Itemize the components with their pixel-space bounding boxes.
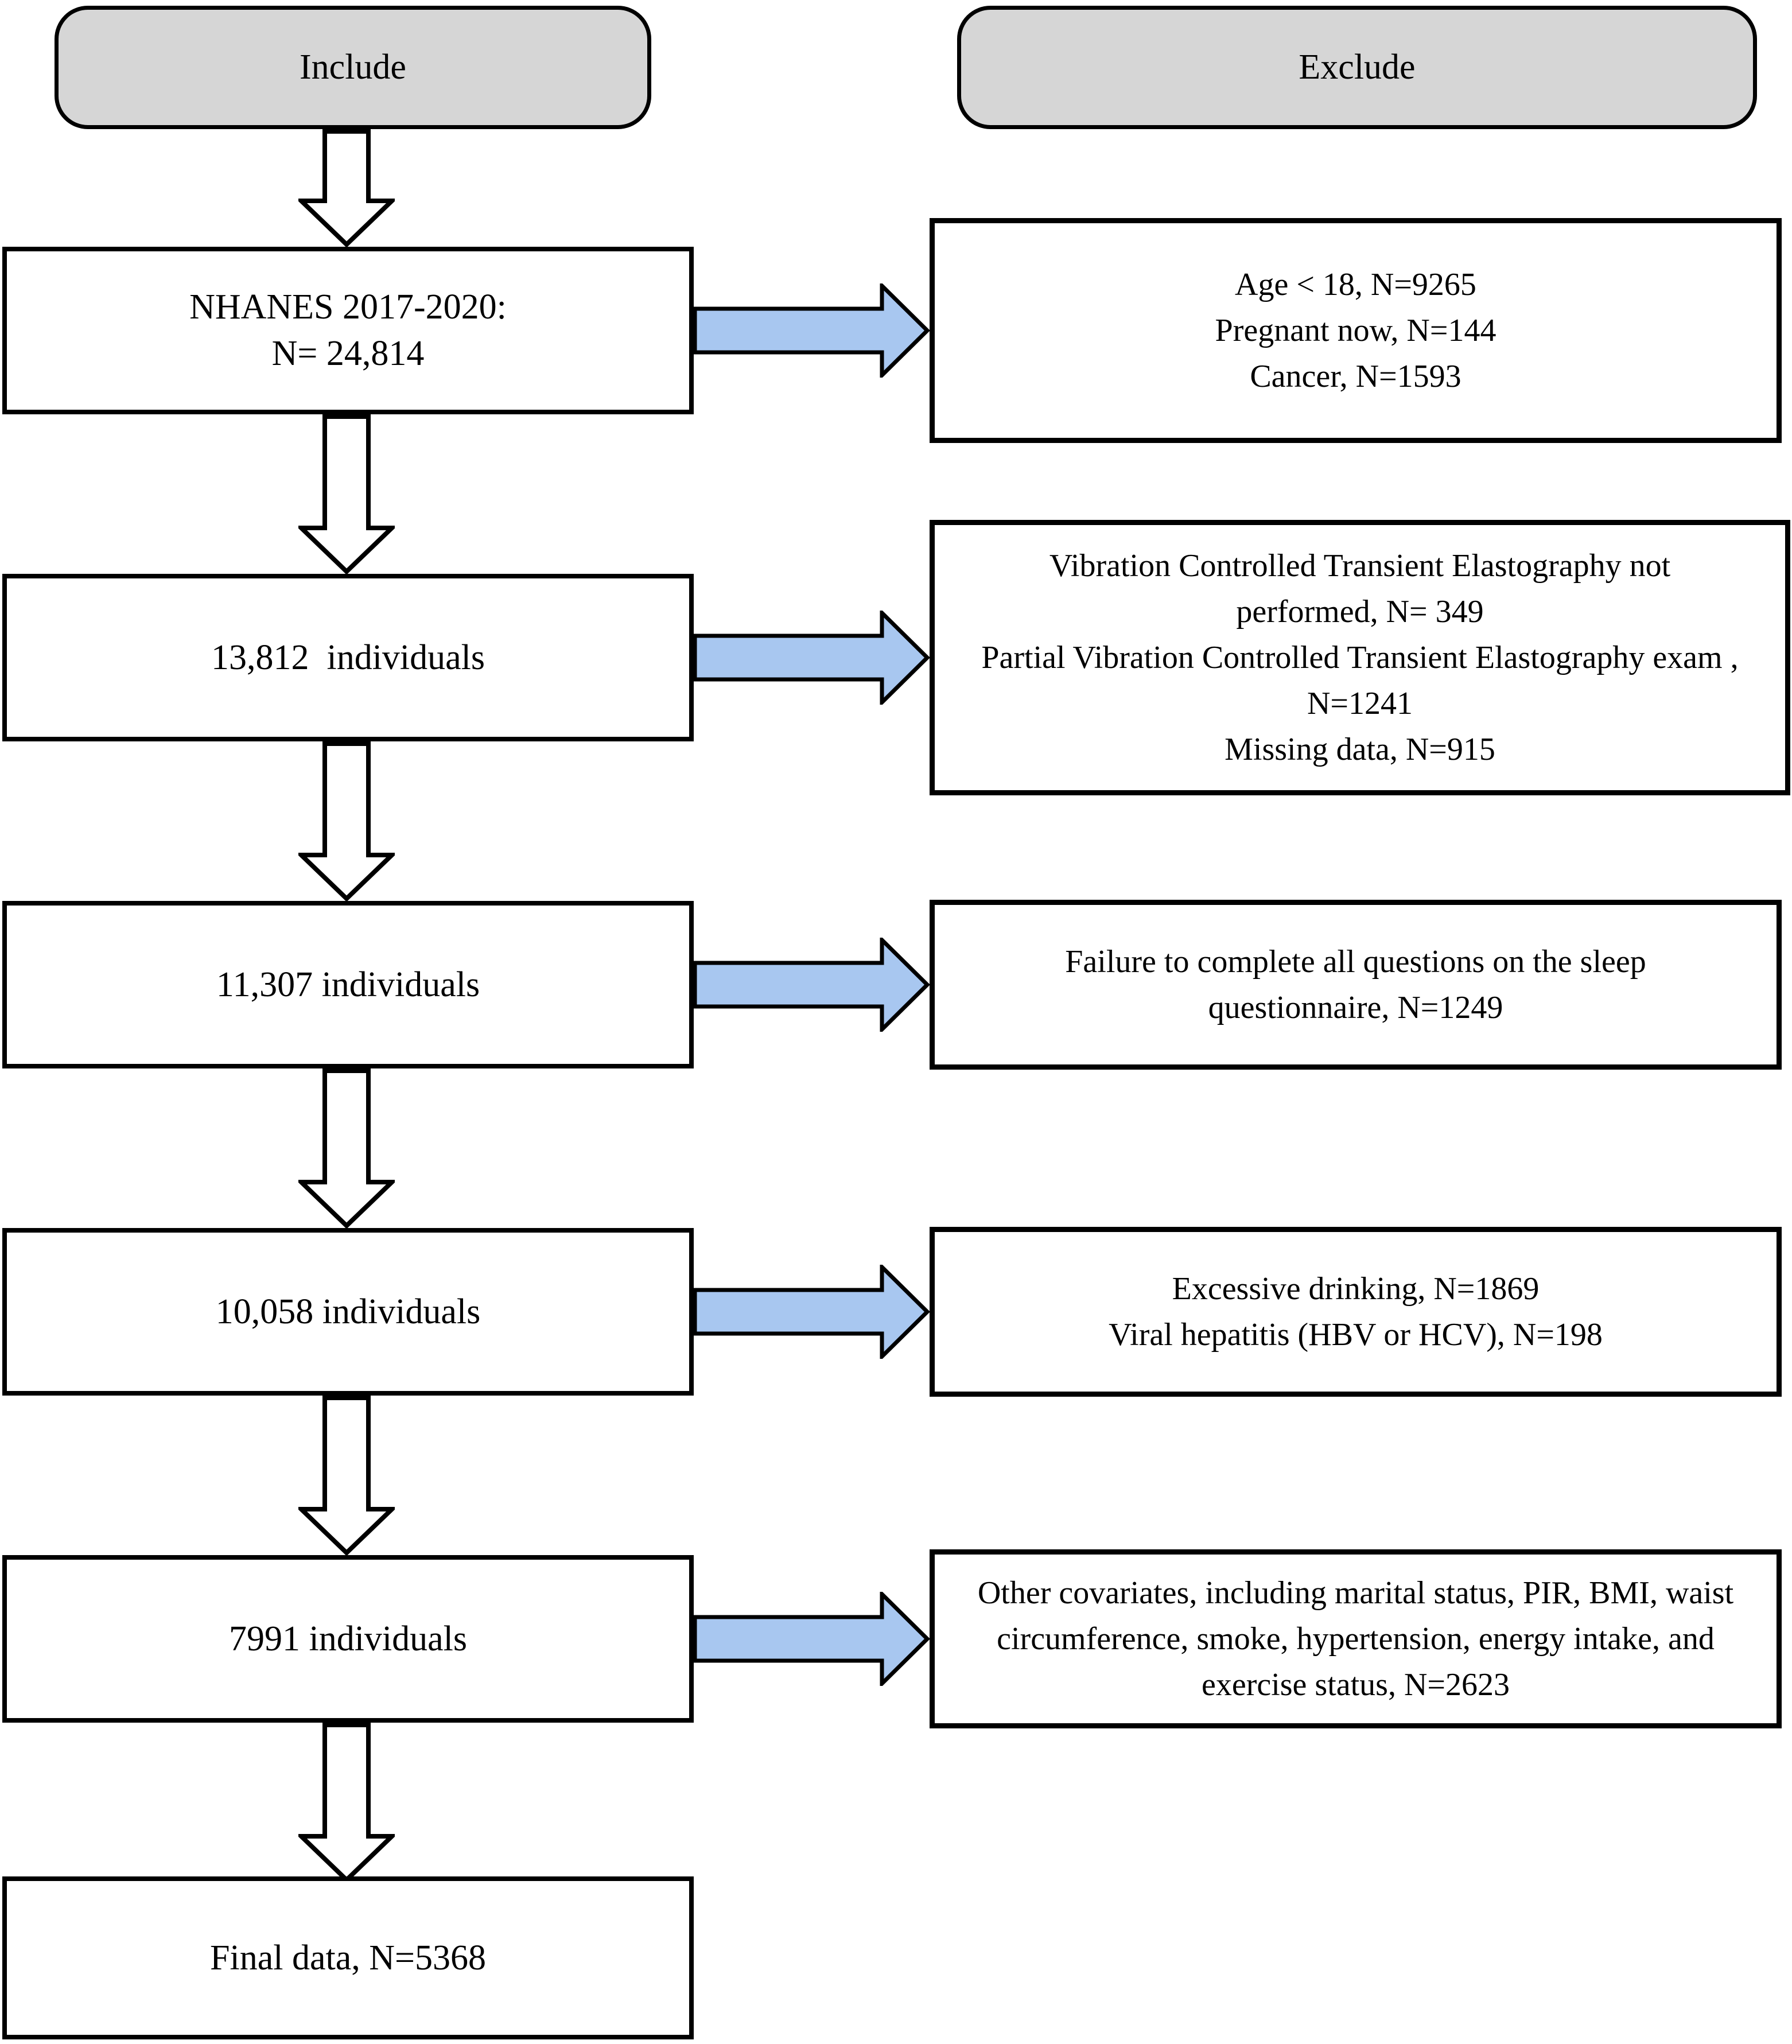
flow-box-10058: 10,058 individuals	[2, 1228, 694, 1396]
flow-box-7991: 7991 individuals	[2, 1555, 694, 1723]
exclusion-box-2: Vibration Controlled Transient Elastogra…	[930, 520, 1790, 795]
exclusion-box-5: Other covariates, including marital stat…	[930, 1549, 1782, 1728]
exclusion-box-1: Age < 18, N=9265 Pregnant now, N=144 Can…	[930, 218, 1782, 443]
flow-box-11307: 11,307 individuals	[2, 901, 694, 1068]
flow-box-label: 11,307 individuals	[216, 965, 480, 1004]
exclude-arrow-icon	[693, 283, 930, 378]
exclude-header: Exclude	[957, 6, 1757, 129]
exclude-arrow-icon	[693, 1592, 930, 1686]
down-arrow-icon	[298, 1068, 395, 1228]
exclusion-box-4: Excessive drinking, N=1869 Viral hepatit…	[930, 1227, 1782, 1397]
exclude-header-label: Exclude	[1299, 48, 1416, 87]
flow-box-label: Final data, N=5368	[210, 1938, 486, 1977]
exclusion-box-text: Failure to complete all questions on the…	[1065, 943, 1646, 1025]
down-arrow-icon	[298, 129, 395, 247]
down-arrow-icon	[298, 414, 395, 574]
down-arrow-icon	[298, 1396, 395, 1555]
flow-box-nhanes: NHANES 2017-2020: N= 24,814	[2, 247, 694, 414]
exclude-arrow-icon	[693, 611, 930, 705]
flow-box-label: NHANES 2017-2020: N= 24,814	[189, 287, 507, 373]
exclusion-box-text: Excessive drinking, N=1869 Viral hepatit…	[1109, 1270, 1603, 1353]
include-header-label: Include	[300, 48, 406, 87]
exclusion-box-3: Failure to complete all questions on the…	[930, 900, 1782, 1070]
exclusion-box-text: Vibration Controlled Transient Elastogra…	[981, 547, 1739, 768]
flow-box-13812: 13,812 individuals	[2, 574, 694, 741]
down-arrow-icon	[298, 1723, 395, 1882]
flow-box-final: Final data, N=5368	[2, 1876, 694, 2039]
exclusion-box-text: Other covariates, including marital stat…	[977, 1575, 1734, 1703]
exclusion-box-text: Age < 18, N=9265 Pregnant now, N=144 Can…	[1215, 266, 1496, 395]
flow-box-label: 7991 individuals	[228, 1619, 468, 1658]
exclude-arrow-icon	[693, 1265, 930, 1359]
down-arrow-icon	[298, 741, 395, 901]
include-header: Include	[55, 6, 651, 129]
exclude-arrow-icon	[693, 938, 930, 1032]
flow-box-label: 10,058 individuals	[215, 1292, 481, 1331]
flow-box-label: 13,812 individuals	[211, 638, 485, 677]
